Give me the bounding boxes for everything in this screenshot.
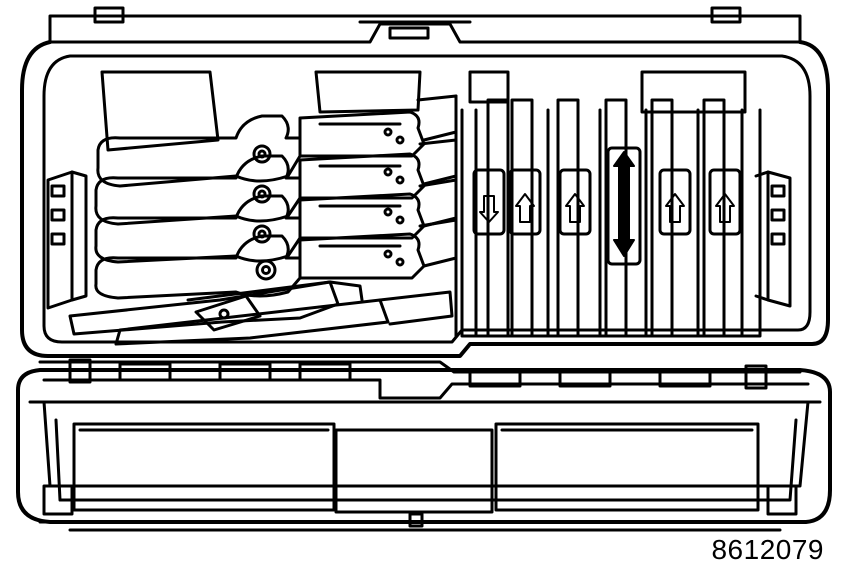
slot-3 [548,100,590,336]
arrow-up-icon [666,194,684,222]
arrow-up-icon [516,194,534,222]
case-lid [22,8,828,356]
lid-side-bracket-right [756,172,790,306]
plier-5 [70,282,452,344]
case-base [18,370,830,530]
slot-2 [508,100,540,336]
slot-1 [474,100,508,336]
arrow-up-icon [566,194,584,222]
hinge-strip [40,360,808,398]
figure-number: 8612079 [711,534,824,565]
slot-6 [698,100,740,336]
slot-rack [462,100,760,336]
slot-5 [646,100,690,336]
lid-side-bracket-left [48,172,86,308]
slot-4 [600,100,640,336]
arrow-up-down-icon [614,152,634,256]
pliers-set [70,96,456,344]
arrow-down-icon [480,196,498,222]
arrow-up-icon [716,194,734,222]
